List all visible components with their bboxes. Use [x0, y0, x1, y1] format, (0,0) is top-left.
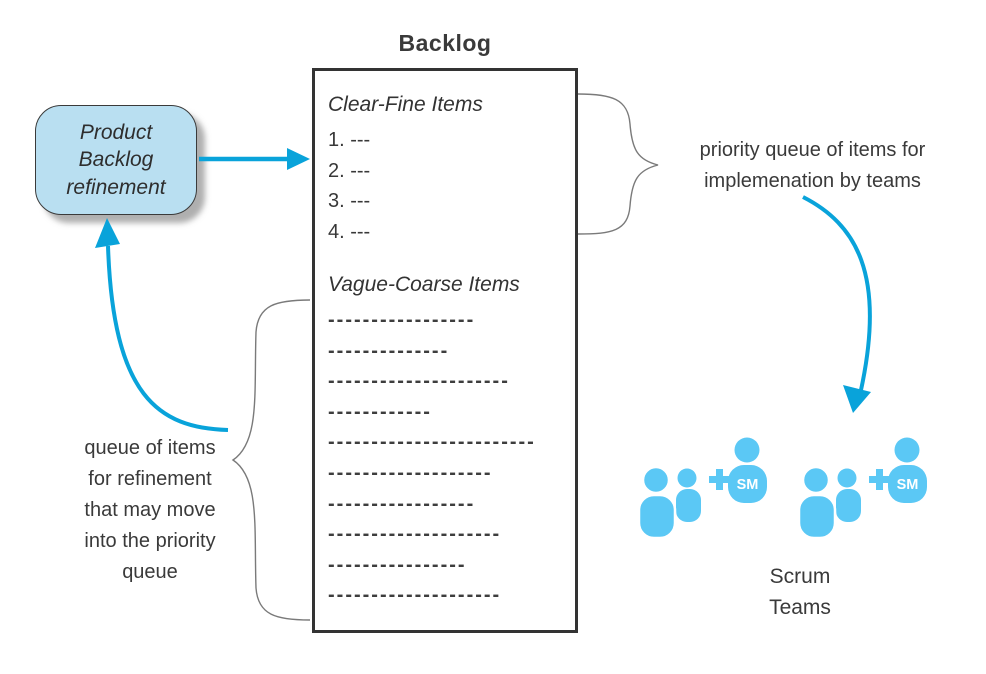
- refinement-queue-note-line: for refinement: [88, 468, 212, 490]
- scrum-teams-label: Scrum Teams: [700, 561, 900, 623]
- scrum-teams-label-line: Teams: [769, 596, 831, 619]
- scrum-team-icon: SM: [637, 437, 767, 540]
- refinement-to-backlog-arrow-icon: [199, 148, 310, 170]
- scrum-teams-label-line: Scrum: [769, 565, 831, 588]
- refinement-queue-note: queue of items for refinement that may m…: [52, 433, 248, 588]
- small-person-icon: [677, 468, 697, 488]
- priority-queue-note-line: implemenation by teams: [704, 170, 921, 192]
- small-person-body: [836, 489, 861, 522]
- vague-item-line: --------------: [328, 339, 450, 362]
- vague-coarse-heading: Vague-Coarse Items: [328, 273, 520, 296]
- vague-item-line: -------------------: [328, 461, 493, 484]
- scrum-master-badge: SM: [897, 477, 919, 493]
- refinement-queue-note-line: that may move: [84, 499, 216, 521]
- clear-item: 1. ---: [328, 129, 371, 151]
- refinement-queue-note-line: queue: [122, 561, 178, 583]
- clear-item: 4. ---: [328, 220, 371, 243]
- vague-item-line: -----------------: [328, 492, 476, 515]
- priority-queue-note-line: priority queue of items for: [699, 139, 926, 161]
- queue-to-refinement-arrow-icon: [95, 218, 229, 432]
- clear-item: 3. ---: [328, 190, 371, 212]
- scrum-master-head-icon: [894, 437, 920, 463]
- vague-item-line: -----------------: [328, 309, 476, 331]
- refinement-label-line: Product: [79, 120, 153, 144]
- refinement-label-line: refinement: [66, 175, 166, 199]
- scrum-master-badge: SM: [737, 477, 759, 493]
- big-person-body: [637, 493, 677, 540]
- vague-item-line: ---------------------: [328, 370, 510, 393]
- vague-item-line: ------------------------: [328, 431, 536, 454]
- refinement-label-line: Backlog: [78, 148, 154, 172]
- big-person-icon: [801, 465, 831, 495]
- vague-item-line: --------------------: [328, 584, 502, 607]
- scrum-master-head-icon: [734, 437, 760, 463]
- priority-queue-note: priority queue of items for implemenatio…: [640, 135, 985, 197]
- clear-item: 2. ---: [328, 159, 371, 182]
- backlog-box: Clear-Fine Items 1. --- 2. --- 3. --- 4.…: [312, 68, 578, 633]
- refinement-queue-note-line: into the priority: [84, 530, 216, 552]
- plus-icon: [709, 469, 730, 490]
- backlog-title: Backlog: [398, 30, 492, 56]
- scrum-master-body-icon: [728, 465, 767, 503]
- big-person-icon: [641, 465, 671, 495]
- vague-item-line: --------------------: [328, 523, 502, 546]
- clear-fine-heading: Clear-Fine Items: [328, 93, 483, 116]
- refinement-queue-note-line: queue of items: [84, 437, 216, 459]
- big-person-body: [797, 493, 837, 540]
- small-person-icon: [837, 468, 857, 488]
- vague-item-line: ----------------: [328, 553, 467, 576]
- plus-icon: [869, 469, 890, 490]
- vague-item-line: ------------: [328, 400, 432, 423]
- scrum-team-icon: SM: [797, 437, 927, 540]
- product-backlog-refinement-box: Product Backlog refinement: [35, 105, 197, 215]
- small-person-body: [676, 489, 701, 522]
- scrum-master-body-icon: [888, 465, 927, 503]
- priority-to-teams-arrow-icon: [802, 195, 872, 413]
